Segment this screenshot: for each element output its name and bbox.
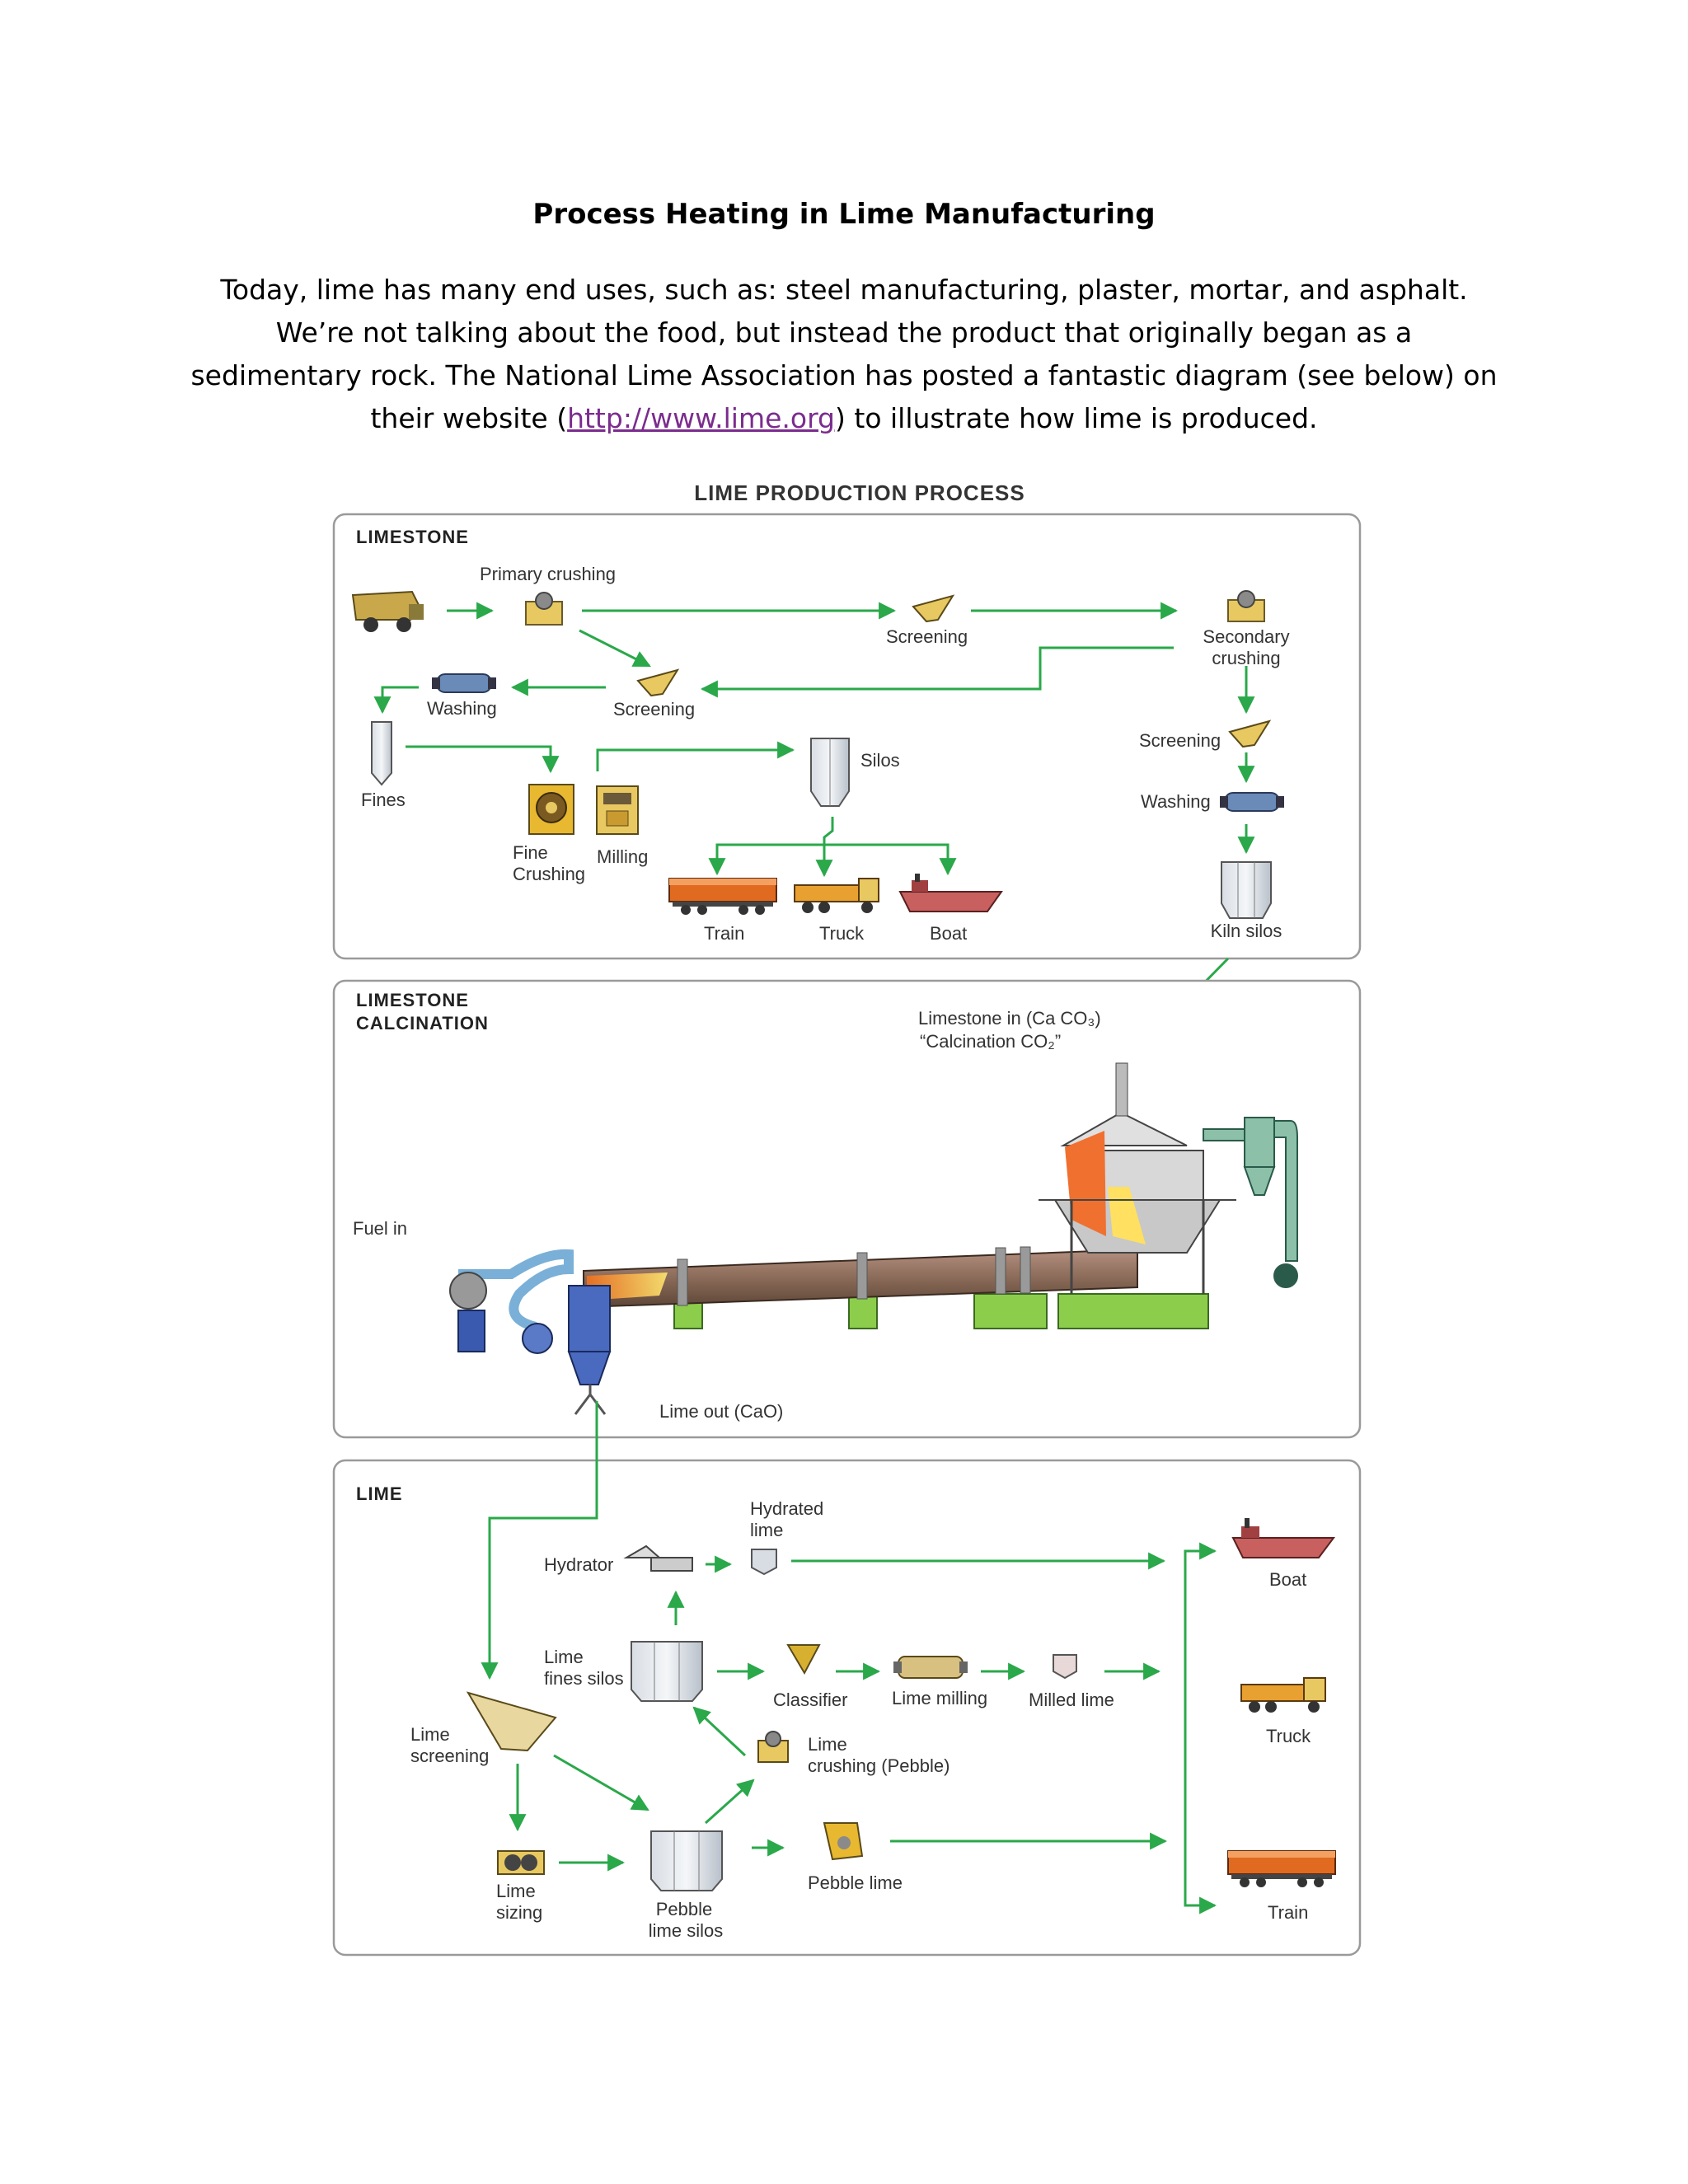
boat-icon-bottom	[1231, 1518, 1335, 1558]
train-car-icon	[668, 878, 777, 915]
washing-drum-right-icon	[1220, 792, 1284, 812]
lime-sizing-icon	[497, 1850, 545, 1875]
milling-label: Milling	[597, 846, 648, 867]
primary-crushing-label: Primary crushing	[480, 564, 616, 584]
fuel-in-label: Fuel in	[353, 1218, 407, 1239]
milled-lime-label: Milled lime	[1029, 1690, 1114, 1710]
lime-milling-label: Lime milling	[892, 1688, 987, 1708]
washing-drum-left-icon	[432, 673, 496, 693]
hydrated-lime-label-2: lime	[750, 1520, 783, 1540]
kiln-supports	[673, 1293, 1209, 1329]
lime-screening-label-1: Lime	[410, 1724, 450, 1745]
pebble-lime-bin-icon	[823, 1822, 864, 1861]
fine-crushing-label-2: Crushing	[513, 864, 585, 884]
lime-sizing-label-2: sizing	[496, 1902, 542, 1923]
limestone-panel	[332, 513, 1362, 960]
train-label-top: Train	[704, 923, 744, 944]
lime-flow-arrows	[481, 1401, 1217, 1915]
lime-fines-silos-label-2: fines silos	[544, 1668, 624, 1689]
secondary-crushing-label-1: Secondary	[1203, 626, 1289, 647]
lime-crushing-label-2: crushing (Pebble)	[808, 1755, 950, 1776]
limestone-in-label: Limestone in (Ca CO₃)	[918, 1008, 1101, 1029]
lime-section-title: LIME	[356, 1483, 403, 1504]
lime-crusher-icon	[757, 1731, 789, 1763]
truck-label-bottom: Truck	[1266, 1726, 1311, 1746]
boat-icon-top	[898, 874, 1003, 912]
lime-sizing-label-1: Lime	[496, 1881, 536, 1901]
hydrated-lime-bin-icon	[751, 1549, 777, 1576]
washing-right-label: Washing	[1141, 791, 1211, 812]
hydrator-icon	[623, 1544, 693, 1572]
truck-icon-bottom	[1240, 1677, 1326, 1713]
kiln-silos-icon	[1221, 861, 1272, 919]
kiln-silos-label: Kiln silos	[1211, 921, 1282, 941]
fines-label: Fines	[361, 790, 406, 810]
intro-paragraph: Today, lime has many end uses, such as: …	[190, 269, 1498, 440]
calcination-section-title-2: CALCINATION	[356, 1013, 489, 1033]
hydrator-label: Hydrator	[544, 1554, 613, 1575]
screening-mid-label: Screening	[613, 699, 695, 719]
calcination-co2-label: “Calcination CO₂”	[920, 1031, 1061, 1052]
pebble-lime-silos-label-2: lime silos	[649, 1920, 723, 1941]
limestone-flow-arrows	[373, 602, 1255, 1052]
screening-right-icon	[1228, 719, 1272, 748]
lime-mill-icon	[893, 1656, 968, 1679]
fine-crushing-label-1: Fine	[513, 842, 548, 863]
mill-icon	[596, 785, 639, 835]
silos-label: Silos	[860, 750, 900, 771]
milled-lime-bin-icon	[1053, 1654, 1077, 1680]
lime-fines-silos-icon	[631, 1641, 703, 1702]
limestone-section-title: LIMESTONE	[356, 527, 469, 547]
lime-org-link[interactable]: http://www.lime.org	[567, 402, 836, 434]
primary-crusher-icon	[525, 592, 563, 626]
train-car-icon-bottom	[1227, 1850, 1336, 1887]
screening-right-label: Screening	[1139, 730, 1221, 751]
lime-screening-label-2: screening	[410, 1746, 489, 1766]
truck-label-top: Truck	[819, 923, 865, 944]
lime-panel	[332, 1459, 1362, 1957]
train-label-bottom: Train	[1268, 1902, 1308, 1923]
dust-collector	[1203, 1117, 1298, 1288]
lime-fines-silos-label-1: Lime	[544, 1647, 584, 1667]
document-title: Process Heating in Lime Manufacturing	[532, 198, 1156, 231]
burner-system	[449, 1249, 612, 1415]
classifier-icon	[786, 1644, 821, 1675]
truck-icon-top	[794, 878, 879, 913]
pebble-lime-silos-label-1: Pebble	[656, 1899, 713, 1919]
calcination-section-title-1: LIMESTONE	[356, 990, 469, 1010]
lime-screen-icon	[466, 1691, 557, 1752]
classifier-label: Classifier	[773, 1690, 847, 1710]
hydrated-lime-label-1: Hydrated	[750, 1498, 823, 1519]
fine-crusher-icon	[528, 784, 574, 835]
fines-bin-icon	[371, 721, 392, 786]
secondary-crushing-label-2: crushing	[1212, 648, 1280, 668]
intro-text-end: ) to illustrate how lime is produced.	[835, 402, 1318, 434]
pebble-lime-label: Pebble lime	[808, 1872, 903, 1893]
intro-text-start: Today, lime has many end uses, such as: …	[190, 274, 1498, 434]
pebble-lime-silos-icon	[650, 1830, 723, 1891]
lime-out-label: Lime out (CaO)	[659, 1401, 783, 1422]
screening-top-icon	[912, 594, 955, 623]
screening-top-label: Screening	[886, 626, 968, 647]
preheater	[1039, 1062, 1236, 1294]
screening-mid-icon	[636, 668, 680, 697]
lime-crushing-label-1: Lime	[808, 1734, 847, 1755]
boat-label-bottom: Boat	[1269, 1569, 1306, 1590]
boat-label-top: Boat	[930, 923, 967, 944]
secondary-crusher-icon	[1227, 590, 1265, 622]
dump-truck-icon	[351, 590, 424, 632]
diagram-title: LIME PRODUCTION PROCESS	[694, 480, 1025, 505]
silos-icon	[810, 738, 850, 807]
washing-left-label: Washing	[427, 698, 497, 719]
